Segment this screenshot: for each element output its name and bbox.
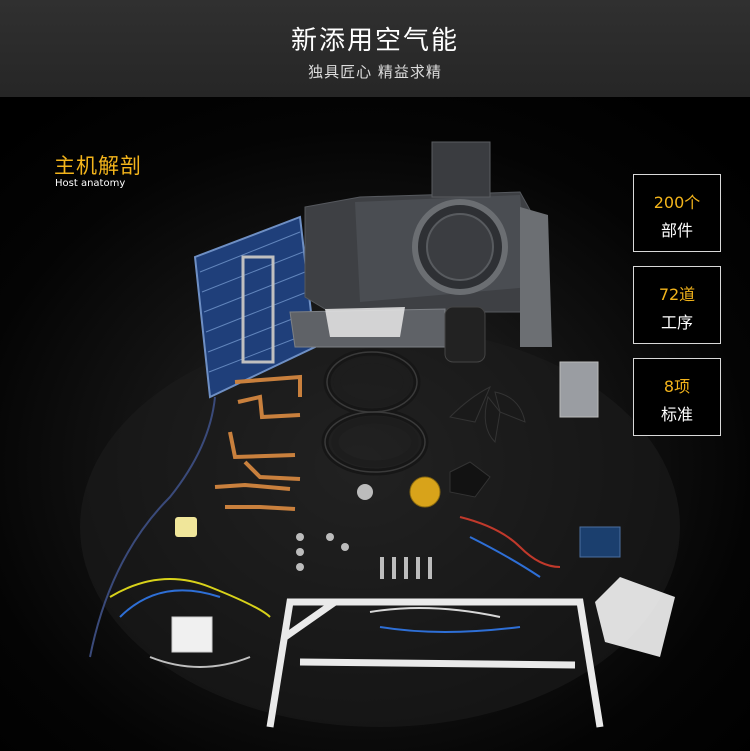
header-banner: 新添用空气能 独具匠心 精益求精 — [0, 0, 750, 97]
stat-label: 工序 — [660, 313, 693, 332]
stat-standards: 8项 标准 — [633, 358, 721, 436]
mounting-bracket — [266, 598, 604, 728]
section-title: 主机解剖 — [54, 154, 142, 178]
page-title: 新添用空气能 — [290, 26, 459, 56]
stat-number: 8项 — [663, 377, 691, 396]
stat-label: 部件 — [660, 221, 693, 240]
outdoor-unit-housing — [304, 141, 552, 347]
stat-number: 200个 — [653, 193, 701, 212]
section-subtitle: Host anatomy — [55, 178, 126, 189]
copper-pipes — [214, 374, 302, 511]
stat-number: 72道 — [658, 285, 696, 304]
stat-parts: 200个 部件 — [633, 174, 721, 252]
page-subtitle: 独具匠心 精益求精 — [308, 63, 442, 81]
fan-blade — [448, 385, 526, 444]
stat-label: 标准 — [660, 405, 693, 424]
exploded-parts-illustration — [80, 141, 680, 728]
stat-processes: 72道 工序 — [633, 266, 721, 344]
